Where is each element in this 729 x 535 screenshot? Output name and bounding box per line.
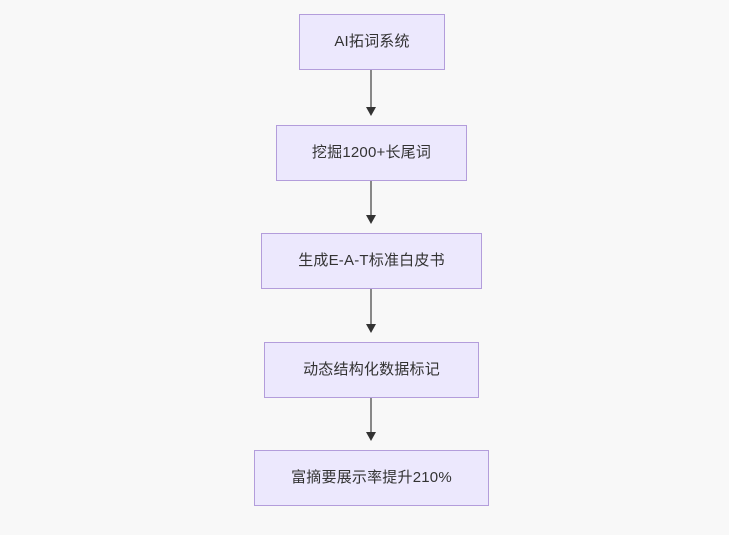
flow-node-label: 动态结构化数据标记: [303, 361, 440, 378]
flow-node[interactable]: 生成E-A-T标准白皮书: [261, 233, 482, 289]
edge-line: [370, 289, 372, 325]
arrowhead-down-icon: [366, 432, 376, 441]
flow-edge: [366, 70, 376, 116]
arrowhead-down-icon: [366, 215, 376, 224]
flow-node[interactable]: 富摘要展示率提升210%: [254, 450, 489, 506]
arrowhead-down-icon: [366, 324, 376, 333]
flow-node-label: AI拓词系统: [334, 33, 410, 50]
flow-edge: [366, 181, 376, 224]
edge-line: [370, 398, 372, 433]
flow-node-label: 生成E-A-T标准白皮书: [298, 252, 445, 269]
flow-node-label: 挖掘1200+长尾词: [311, 144, 432, 161]
flow-edge: [366, 289, 376, 333]
flow-node[interactable]: 动态结构化数据标记: [264, 342, 479, 398]
edge-line: [370, 70, 372, 108]
flow-node[interactable]: 挖掘1200+长尾词: [276, 125, 467, 181]
flow-edge: [366, 398, 376, 441]
flow-node[interactable]: AI拓词系统: [299, 14, 445, 70]
arrowhead-down-icon: [366, 107, 376, 116]
flow-node-label: 富摘要展示率提升210%: [291, 469, 452, 486]
edge-line: [370, 181, 372, 216]
